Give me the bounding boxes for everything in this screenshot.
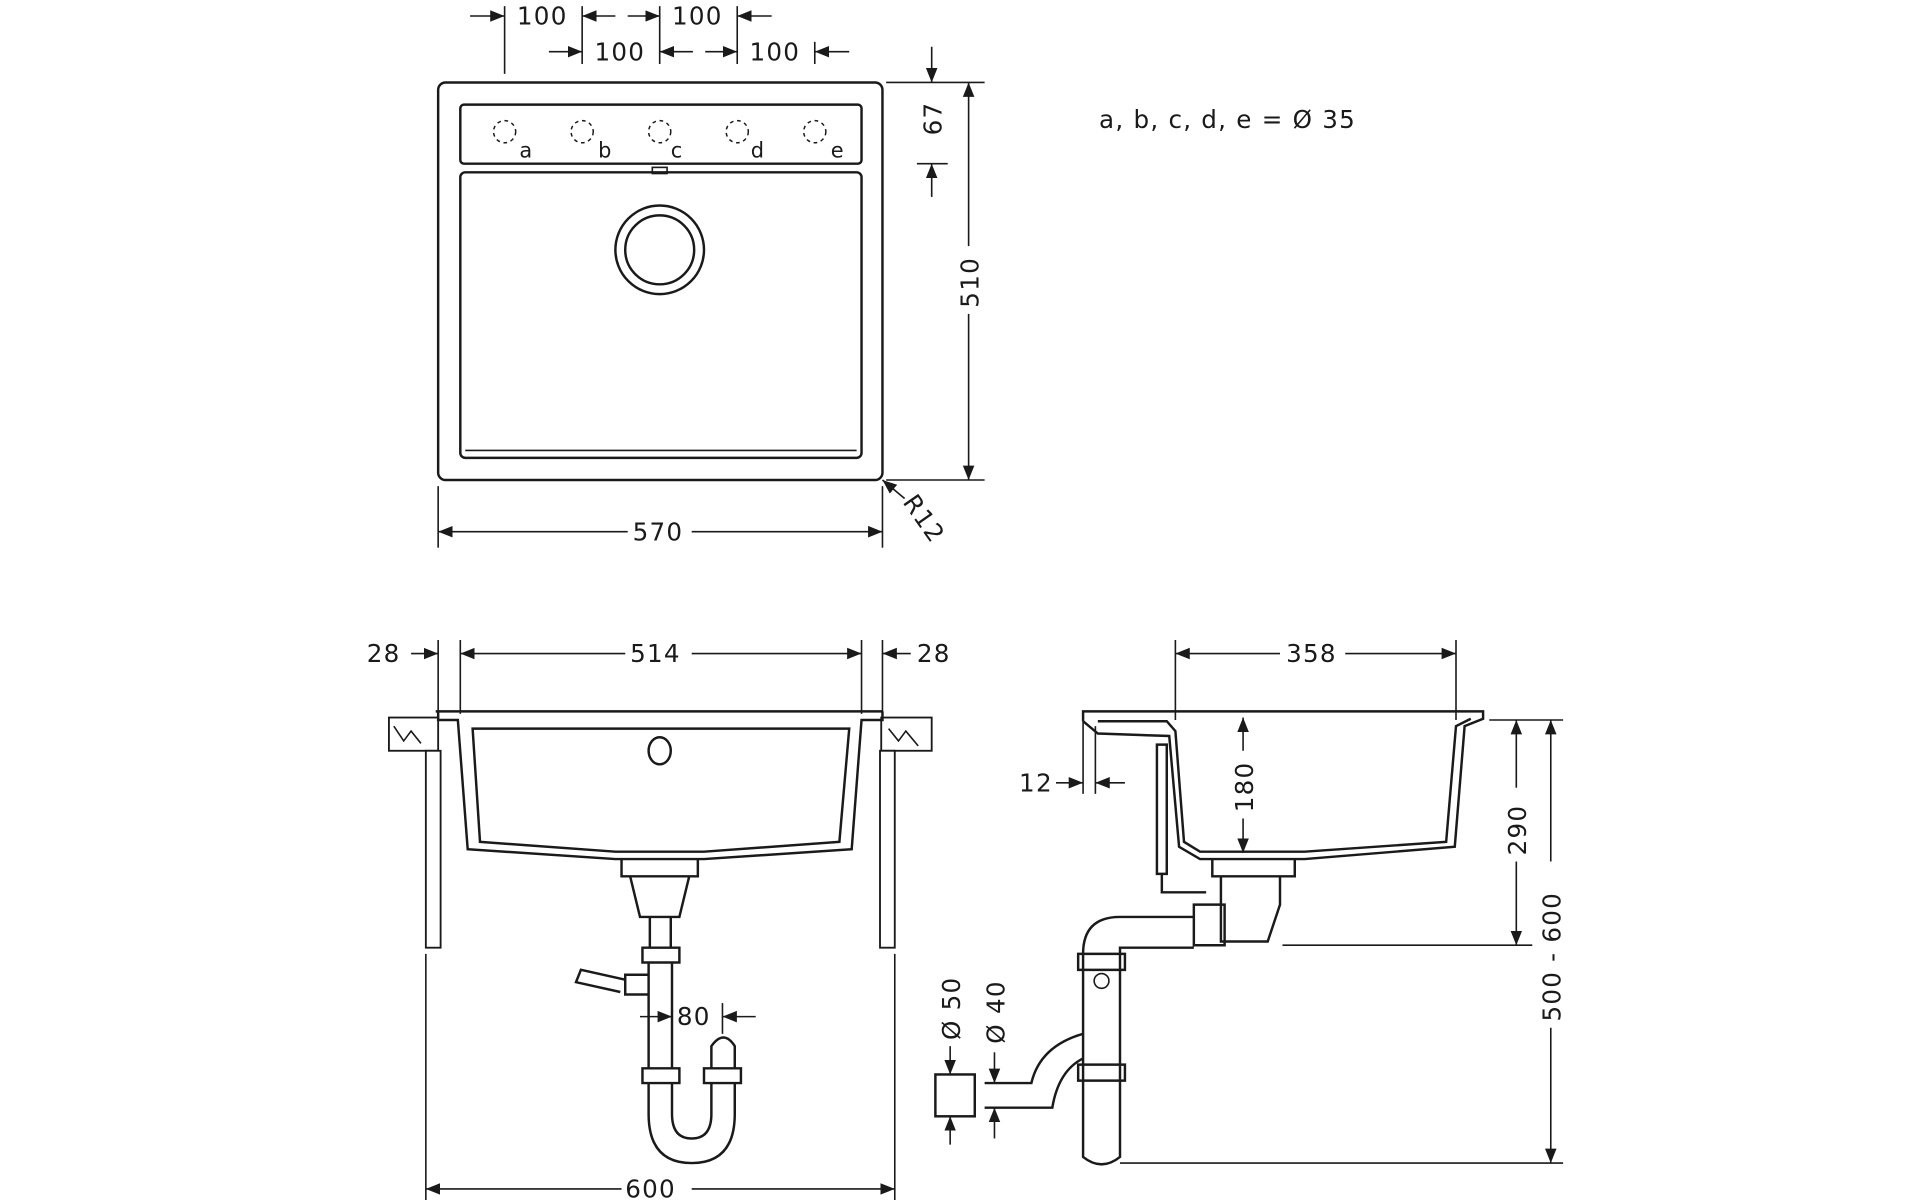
tap-label: c (671, 139, 684, 163)
dim-100: 100 (517, 2, 568, 31)
tap-panel (459, 103, 863, 165)
corner-radius-dimension: R12 (881, 479, 951, 548)
side-drain-assembly (984, 743, 1296, 1166)
tap-label: a (519, 139, 533, 163)
dim-600: 600 (625, 1175, 676, 1200)
drain-inner (624, 214, 696, 286)
tap-spacing-dimensions: 100 100 100 100 (470, 2, 850, 74)
tap-label: b (598, 139, 613, 163)
depth-dimension: 510 (886, 82, 985, 481)
dim-67: 67 (919, 102, 948, 136)
dim-100: 100 (594, 37, 645, 66)
cabinet-wall-left (424, 749, 442, 949)
drain-outer (614, 204, 706, 296)
dim-80: 80 (677, 1002, 711, 1031)
dishwasher-connector (574, 968, 649, 996)
tap-label: e (831, 139, 845, 163)
width-dimension: 570 (437, 486, 884, 548)
tap-label: d (751, 139, 766, 163)
dim-290: 290 (1503, 805, 1532, 856)
panel-depth-dimension: 67 (886, 46, 985, 197)
dim-100: 100 (750, 37, 801, 66)
tap-hole-d: d (725, 119, 766, 163)
tap-hole-c: c (647, 119, 684, 163)
top-view: a b c d e 100 100 100 100 67 510 (436, 2, 1356, 548)
sink-side-profile (1081, 710, 1485, 861)
countertop-right (880, 716, 933, 752)
dim-570: 570 (633, 517, 684, 546)
dim-d40: Ø 40 (981, 980, 1010, 1043)
tap-hole-e: e (802, 119, 845, 163)
dim-12: 12 (1019, 768, 1053, 797)
dim-28-left: 28 (367, 639, 401, 668)
dim-180: 180 (1230, 762, 1259, 813)
sink-outline (436, 81, 884, 482)
dim-d50: Ø 50 (937, 977, 966, 1040)
dim-358: 358 (1286, 639, 1337, 668)
dim-510: 510 (955, 257, 984, 308)
sink-front-profile (435, 710, 884, 861)
dim-r12: R12 (897, 489, 951, 548)
cabinet-wall-right (879, 749, 896, 949)
dim-28-right: 28 (917, 639, 951, 668)
tap-hole-b: b (570, 119, 613, 163)
dim-514: 514 (630, 639, 681, 668)
countertop-left (388, 716, 440, 752)
front-view: 28 514 28 600 80 (367, 639, 951, 1200)
tap-hole-a: a (492, 119, 533, 163)
dim-500-600: 500 - 600 (1538, 892, 1567, 1022)
side-view: 358 12 180 290 500 - 600 Ø 50 Ø 40 (934, 639, 1567, 1166)
bowl-outline (459, 171, 863, 460)
tap-hole-note: a, b, c, d, e = Ø 35 (1099, 105, 1356, 134)
dim-100: 100 (672, 2, 723, 31)
wall-connector (934, 1073, 976, 1118)
